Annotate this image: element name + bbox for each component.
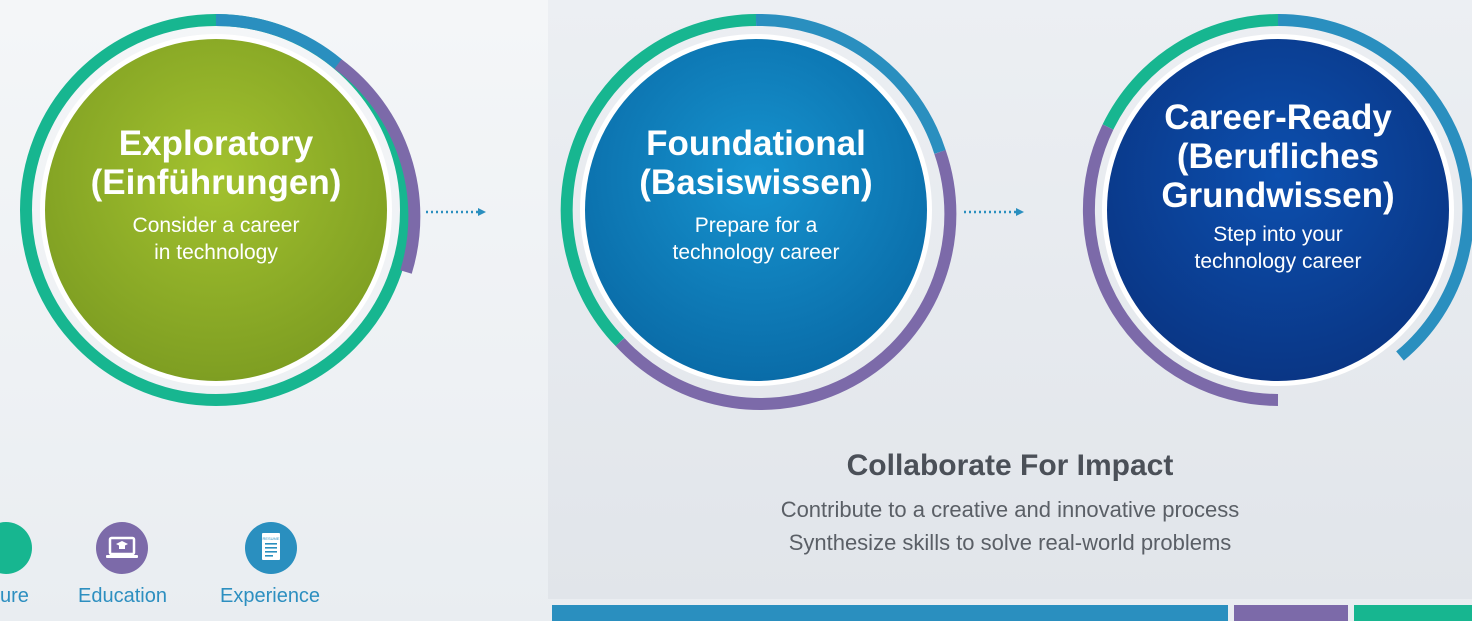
foundational-text: Foundational (Basiswissen) Prepare for a… (586, 124, 926, 266)
bottom-bar-teal (1354, 605, 1472, 621)
bottom-bar-purple (1234, 605, 1348, 621)
foundational-desc-1: Prepare for a (694, 214, 818, 237)
experience-label: Experience (220, 585, 321, 607)
exploratory-title-1: Exploratory (118, 124, 314, 163)
career-ready-title-3: Grundwissen) (1161, 176, 1395, 215)
foundational-title-1: Foundational (646, 124, 866, 163)
resume-icon: RESUME (245, 522, 297, 574)
laptop-graduation-icon (96, 522, 148, 574)
career-ready-desc-2: technology career (1194, 250, 1362, 273)
exploratory-title-2: (Einführungen) (90, 163, 342, 202)
impact-line-2: Synthesize skills to solve real-world pr… (788, 530, 1232, 555)
impact-line-1: Contribute to a creative and innovative … (780, 497, 1240, 522)
career-ready-text: Career-Ready (Berufliches Grundwissen) S… (1108, 98, 1448, 275)
exposure-label: ure (0, 585, 29, 607)
career-ready-desc-1: Step into your (1213, 223, 1343, 246)
exploratory-ring (20, 13, 421, 406)
exploratory-text: Exploratory (Einführungen) Consider a ca… (46, 124, 386, 266)
education-label: Education (78, 585, 167, 607)
resume-icon-text: RESUME (262, 536, 279, 541)
career-ready-ring (1082, 13, 1472, 406)
foundational-desc-2: technology career (672, 241, 840, 264)
foundational-title-2: (Basiswissen) (639, 163, 873, 202)
bottom-bar-blue (552, 605, 1228, 621)
arrow-exploratory-to-foundational (426, 208, 486, 216)
impact-title: Collaborate For Impact (846, 449, 1174, 482)
arrow-foundational-to-career-ready (964, 208, 1024, 216)
exploratory-desc-2: in technology (154, 241, 278, 264)
career-ready-title-2: (Berufliches (1176, 137, 1380, 176)
career-ready-title-1: Career-Ready (1164, 98, 1392, 137)
exploratory-desc-1: Consider a career (132, 214, 300, 237)
exposure-icon (0, 522, 32, 574)
foundational-ring (560, 13, 957, 410)
